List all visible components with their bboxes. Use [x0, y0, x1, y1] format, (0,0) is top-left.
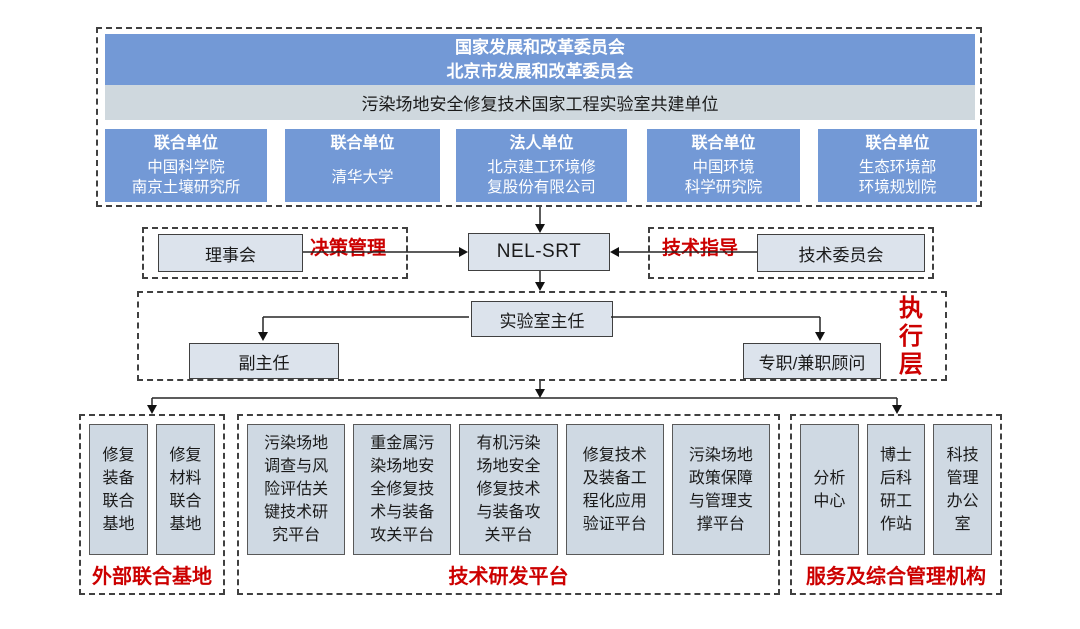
group-rd-platforms: 污染场地 调查与风 险评估关 键技术研 究平台 重金属污 染场地安 全修复技 术…: [237, 414, 780, 595]
service-box: 分析 中心: [800, 424, 859, 555]
rd-platform-box: 污染场地 调查与风 险评估关 键技术研 究平台: [247, 424, 346, 555]
unit-name: 北京建工环境修 复股份有限公司: [487, 159, 596, 196]
decision-management-container: 理事会 决策管理: [142, 227, 408, 279]
external-base-box: 修复 装备 联合 基地: [89, 424, 148, 555]
rd-platform-box: 污染场地 政策保障 与管理支 撑平台: [671, 424, 771, 555]
decision-management-label: 决策管理: [310, 237, 387, 259]
unit-name: 清华大学: [331, 169, 394, 186]
rd-platform-box: 有机污染 场地安全 修复技术 与装备攻 关平台: [459, 424, 558, 555]
unit-box-tsinghua: 联合单位 清华大学: [285, 129, 440, 202]
co-builder-band: 污染场地安全修复技术国家工程实验室共建单位: [105, 85, 975, 120]
executive-layer-label: 执 行 层: [899, 295, 923, 378]
group-label-service-management: 服务及综合管理机构: [806, 565, 986, 588]
service-box: 博士 后科 研工 作站: [866, 424, 926, 555]
unit-role: 联合单位: [153, 135, 218, 152]
advisors-box: 专职/兼职顾问: [743, 343, 881, 379]
lab-director-box: 实验室主任: [471, 301, 613, 337]
council-box: 理事会: [158, 234, 303, 272]
unit-name: 中国环境 科学研究院: [684, 159, 763, 196]
unit-box-bceer: 法人单位 北京建工环境修 复股份有限公司: [456, 129, 627, 202]
unit-box-caep: 联合单位 生态环境部 环境规划院: [818, 129, 977, 202]
group-label-external-bases: 外部联合基地: [92, 565, 212, 588]
co-builder-container: 国家发展和改革委员会 北京市发展和改革委员会 污染场地安全修复技术国家工程实验室…: [96, 27, 982, 207]
unit-box-cas-nanjing: 联合单位 中国科学院 南京土壤研究所: [105, 129, 267, 202]
unit-role: 联合单位: [691, 135, 756, 152]
rd-platform-box: 重金属污 染场地安 全修复技 术与装备 攻关平台: [353, 424, 452, 555]
ndrc-header: 国家发展和改革委员会 北京市发展和改革委员会: [105, 34, 975, 85]
executive-layer-container: 实验室主任 副主任 专职/兼职顾问 执 行 层: [137, 291, 947, 381]
technical-guidance-label: 技术指导: [662, 237, 739, 259]
group-label-rd-platforms: 技术研发平台: [448, 565, 569, 588]
unit-name: 中国科学院 南京土壤研究所: [131, 159, 241, 196]
unit-role: 联合单位: [330, 135, 395, 152]
unit-box-craes: 联合单位 中国环境 科学研究院: [647, 129, 800, 202]
unit-name: 生态环境部 环境规划院: [858, 159, 937, 196]
service-box: 科技 管理 办公 室: [933, 424, 993, 555]
group-service-management: 分析 中心 博士 后科 研工 作站 科技 管理 办公 室 服务及综合管理机构: [790, 414, 1002, 595]
unit-role: 法人单位: [509, 135, 574, 152]
technical-guidance-container: 技术指导 技术委员会: [648, 227, 934, 279]
committee-box: 技术委员会: [757, 234, 925, 272]
external-base-box: 修复 材料 联合 基地: [156, 424, 215, 555]
unit-role: 联合单位: [865, 135, 930, 152]
deputy-director-box: 副主任: [189, 343, 339, 379]
group-external-bases: 修复 装备 联合 基地 修复 材料 联合 基地 外部联合基地: [79, 414, 225, 595]
nel-srt-box: NEL-SRT: [468, 233, 610, 271]
rd-platform-box: 修复技术 及装备工 程化应用 验证平台: [565, 424, 664, 555]
